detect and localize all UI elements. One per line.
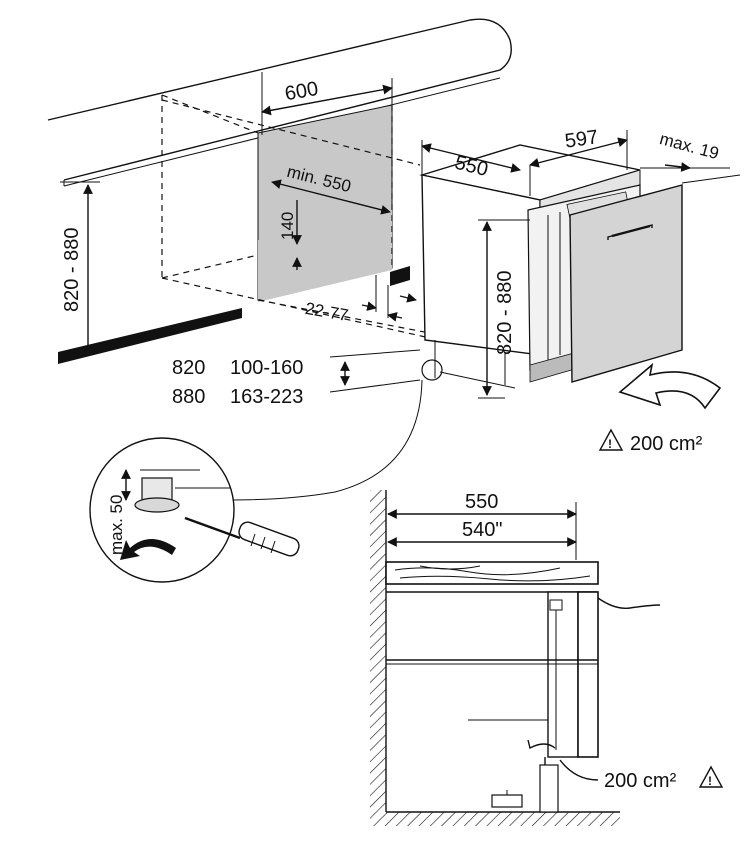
- rotate-arrow-icon: [120, 539, 176, 560]
- warning-icon: [598, 428, 624, 451]
- plinth-row-2-range: 163-223: [230, 386, 303, 408]
- door-max-label: max. 19: [658, 129, 721, 163]
- section-wall: [370, 490, 620, 826]
- foot-detail: max. 50: [89, 379, 423, 583]
- niche-outline-dashed: [161, 94, 441, 339]
- insert-arrow-icon: [618, 362, 722, 410]
- appliance-width-label: 597: [564, 126, 600, 152]
- svg-text:!: !: [708, 774, 712, 788]
- appliance-door: [569, 184, 683, 383]
- plinth-table: 820 100-160 880 163-223: [172, 349, 421, 408]
- dim-height-left: 820 - 880: [60, 181, 100, 356]
- height-range-right-label: 820 - 880: [494, 270, 516, 355]
- vent-label-top: ! 200 cm²: [598, 428, 703, 455]
- dim-140-label: 140: [278, 212, 297, 240]
- section-airflow: [527, 597, 661, 781]
- section-depth-inner-label: 540": [462, 519, 502, 541]
- niche-width-label: 600: [283, 78, 320, 105]
- height-range-left-label: 820 - 880: [61, 227, 83, 312]
- foot-marker: [421, 359, 443, 381]
- plinth-row-2-height: 880: [172, 386, 205, 408]
- foot-max-label: max. 50: [107, 495, 126, 555]
- section-dim-550: 550: [387, 491, 577, 560]
- dim-140: 140: [278, 200, 302, 270]
- niche-back-wall: [257, 104, 393, 302]
- section-appliance: [386, 591, 599, 813]
- dim-600: 600: [261, 72, 393, 135]
- plinth-right: [390, 266, 410, 286]
- vent-label-bottom: 200 cm² !: [604, 765, 724, 792]
- section-depth-outer-label: 550: [465, 491, 498, 513]
- screwdriver-icon: [184, 516, 300, 557]
- warning-icon-bottom: [698, 765, 724, 788]
- plinth-row-1-range: 100-160: [230, 357, 303, 379]
- dim-22-77-label: 22-77: [304, 299, 350, 325]
- plinth-row-1-height: 820: [172, 357, 205, 379]
- section-worktop: [385, 561, 599, 593]
- section-dim-540: 540": [387, 519, 577, 547]
- vent-label-top-text: 200 cm²: [630, 433, 703, 455]
- dim-height-right: 820 - 880: [478, 219, 530, 399]
- dim-597: 597: [529, 126, 628, 196]
- svg-text:!: !: [608, 437, 612, 451]
- dim-max-19: max. 19: [640, 129, 741, 184]
- plinth-left: [58, 308, 242, 364]
- vent-label-bottom-text: 200 cm²: [604, 770, 677, 792]
